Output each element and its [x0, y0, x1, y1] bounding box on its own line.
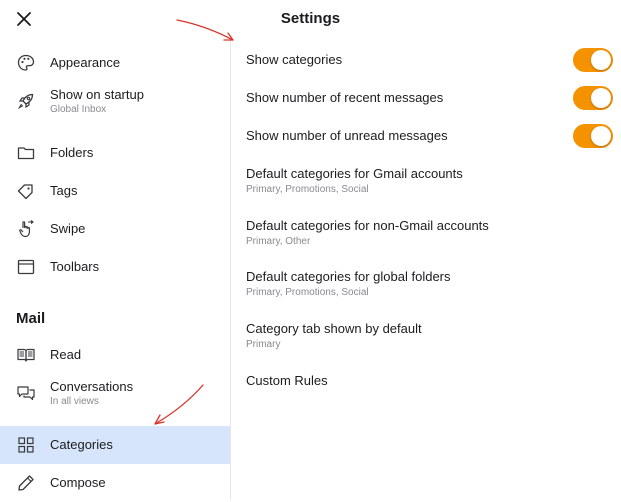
folder-icon: [16, 143, 36, 163]
show-categories-toggle[interactable]: [573, 48, 613, 72]
sidebar-item-swipe[interactable]: Swipe: [0, 210, 230, 248]
tag-icon: [16, 181, 36, 201]
sidebar-item-appearance[interactable]: Appearance: [0, 44, 230, 82]
toggle-knob: [591, 126, 611, 146]
close-icon: [17, 12, 31, 26]
header-bar: Settings: [0, 0, 621, 38]
sidebar-item-label: Toolbars: [50, 259, 100, 274]
sidebar-item-label: Categories: [50, 437, 113, 452]
sidebar-item-label: Tags: [50, 183, 78, 198]
setting-value: Primary, Promotions, Social: [246, 184, 369, 195]
setting-label: Default categories for non-Gmail account…: [246, 218, 489, 233]
toggle-knob: [591, 50, 611, 70]
sidebar-item-label: Folders: [50, 145, 94, 160]
sidebar-item-label: Conversations: [50, 378, 134, 394]
setting-label: Show number of recent messages: [246, 90, 444, 105]
sidebar-item-compose[interactable]: Compose: [0, 464, 230, 502]
close-button[interactable]: [12, 7, 36, 31]
setting-value: Primary: [246, 339, 281, 350]
palette-icon: [16, 53, 36, 73]
setting-label: Show categories: [246, 52, 343, 67]
setting-row-show-categories: Show categories: [246, 48, 613, 72]
sidebar-item-label: Show on startup: [50, 86, 144, 102]
sidebar-item-label: Swipe: [50, 221, 86, 236]
setting-row-global-folder-categories[interactable]: Default categories for global folders Pr…: [246, 269, 613, 299]
unread-messages-toggle[interactable]: [573, 124, 613, 148]
sidebar-item-show-on-startup[interactable]: Show on startup Global Inbox: [0, 82, 230, 120]
rocket-icon: [16, 91, 36, 111]
sidebar: Appearance Show on startup Global Inbox …: [0, 38, 231, 500]
setting-label: Custom Rules: [246, 373, 328, 388]
setting-label: Category tab shown by default: [246, 321, 422, 336]
sidebar-item-categories[interactable]: Categories: [0, 426, 230, 464]
recent-messages-toggle[interactable]: [573, 86, 613, 110]
setting-row-custom-rules[interactable]: Custom Rules: [246, 373, 613, 389]
sidebar-item-sublabel: Global Inbox: [50, 103, 107, 115]
settings-pane: Show categories Show number of recent me…: [231, 38, 621, 500]
swipe-hand-icon: [16, 219, 36, 239]
setting-value: Primary, Promotions, Social: [246, 287, 369, 298]
page-title: Settings: [280, 10, 341, 27]
pencil-icon: [16, 473, 36, 493]
section-header-mail: Mail: [16, 310, 46, 327]
setting-value: Primary, Other: [246, 236, 311, 247]
sidebar-item-read[interactable]: Read: [0, 336, 230, 374]
setting-row-non-gmail-categories[interactable]: Default categories for non-Gmail account…: [246, 218, 613, 248]
toggle-knob: [591, 88, 611, 108]
setting-label: Default categories for Gmail accounts: [246, 166, 463, 181]
sidebar-item-toolbars[interactable]: Toolbars: [0, 248, 230, 286]
setting-row-gmail-categories[interactable]: Default categories for Gmail accounts Pr…: [246, 166, 613, 196]
toolbar-icon: [16, 257, 36, 277]
setting-label: Default categories for global folders: [246, 269, 451, 284]
setting-row-recent-count: Show number of recent messages: [246, 86, 613, 110]
sidebar-item-label: Read: [50, 347, 82, 362]
setting-row-unread-count: Show number of unread messages: [246, 124, 613, 148]
sidebar-item-label: Compose: [50, 475, 106, 490]
sidebar-item-folders[interactable]: Folders: [0, 134, 230, 172]
setting-row-default-tab[interactable]: Category tab shown by default Primary: [246, 321, 613, 351]
sidebar-item-tags[interactable]: Tags: [0, 172, 230, 210]
sidebar-item-conversations[interactable]: Conversations In all views: [0, 374, 230, 412]
grid-icon: [16, 435, 36, 455]
chat-bubbles-icon: [16, 383, 36, 403]
sidebar-item-label: Appearance: [50, 55, 121, 70]
sidebar-item-sublabel: In all views: [50, 395, 99, 407]
setting-label: Show number of unread messages: [246, 128, 448, 143]
book-icon: [16, 345, 36, 365]
